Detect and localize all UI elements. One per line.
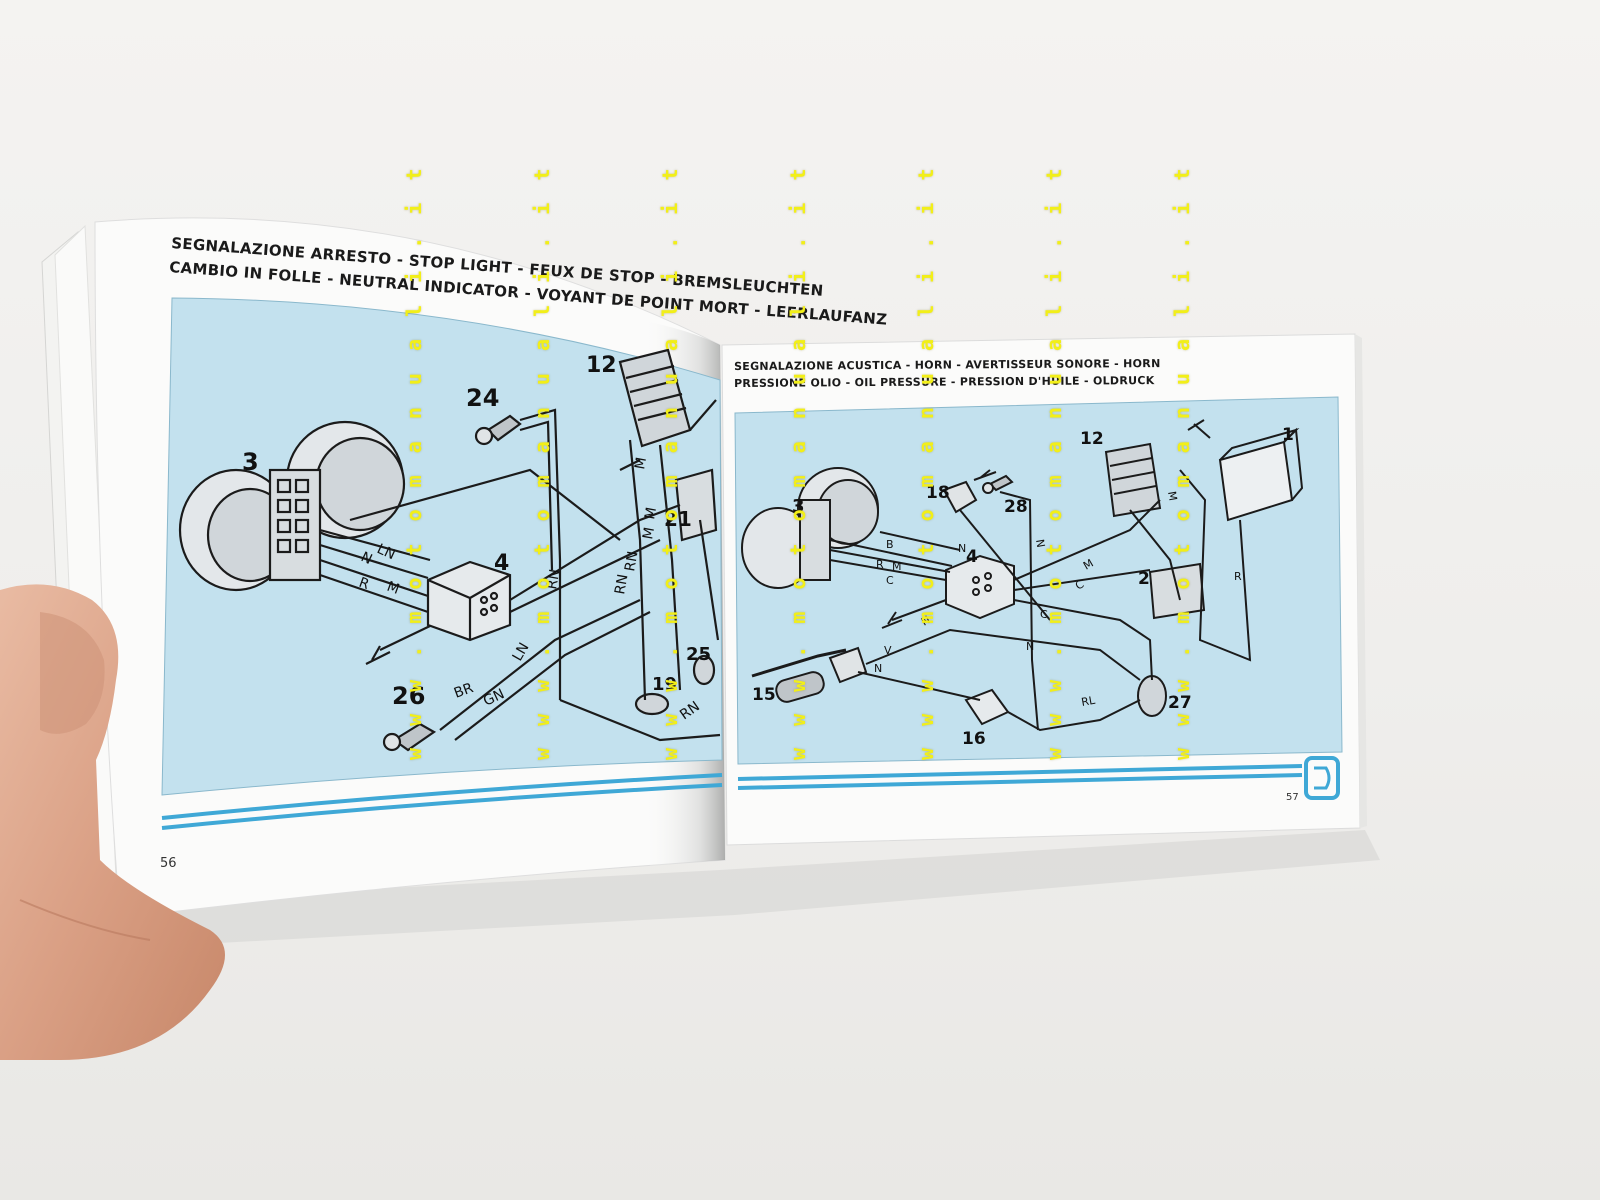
svg-text:RN: RN <box>622 550 641 573</box>
svg-text:18: 18 <box>926 483 950 503</box>
svg-text:12: 12 <box>586 353 617 378</box>
left-wire-labels: LN N R M RN RN RN M M M BR GN LN RN <box>357 456 703 723</box>
svg-text:R: R <box>876 558 884 571</box>
svg-text:LN: LN <box>374 541 397 563</box>
svg-text:26: 26 <box>392 682 425 710</box>
svg-text:M: M <box>640 526 658 541</box>
svg-text:21: 21 <box>664 507 692 531</box>
watermark-4: w w w . m o t o m a n u a l i . i t <box>786 163 810 760</box>
right-diagram-bg <box>734 396 1343 765</box>
svg-text:27: 27 <box>1168 693 1192 713</box>
svg-text:LN: LN <box>510 640 533 664</box>
svg-text:3: 3 <box>242 448 259 476</box>
right-callouts: 3 18 28 12 1 4 2 15 16 27 <box>752 425 1294 749</box>
watermark-7: w w w . m o t o m a n u a l i . i t <box>1170 163 1194 760</box>
svg-text:M: M <box>385 579 402 598</box>
svg-text:C: C <box>886 574 894 587</box>
svg-text:V: V <box>884 644 892 657</box>
svg-text:12: 12 <box>1080 429 1104 449</box>
right-page-number: 57 <box>1286 792 1299 803</box>
brand-logo-icon <box>1304 756 1340 800</box>
svg-text:24: 24 <box>466 384 499 412</box>
svg-text:15: 15 <box>752 685 776 705</box>
watermark-3: w w w . m o t o m a n u a l i . i t <box>658 163 682 760</box>
svg-text:N: N <box>958 542 966 555</box>
svg-text:RN: RN <box>612 573 631 596</box>
svg-text:4: 4 <box>966 547 978 567</box>
svg-text:M: M <box>892 560 902 573</box>
svg-text:B: B <box>886 538 894 551</box>
watermark-6: w w w . m o t o m a n u a l i . i t <box>1042 163 1066 760</box>
svg-text:3: 3 <box>792 496 805 517</box>
right-wiring-diagram <box>741 419 1304 732</box>
left-page-stripes <box>161 773 723 830</box>
left-diagram-bg <box>161 297 723 796</box>
left-callouts: 3 24 12 4 21 19 25 26 <box>242 353 711 710</box>
book-shadow <box>80 830 1380 950</box>
svg-text:M: M <box>642 506 660 521</box>
svg-text:2: 2 <box>1138 569 1150 589</box>
left-page-number: 56 <box>160 856 177 871</box>
right-page-stripes <box>737 764 1303 790</box>
svg-text:C: C <box>1040 608 1048 621</box>
svg-text:4: 4 <box>494 551 509 576</box>
svg-text:M: M <box>632 456 650 471</box>
watermark-1: w w w . m o t o m a n u a l i . i t <box>402 163 426 760</box>
svg-text:BR: BR <box>452 680 476 702</box>
watermark-5: w w w . m o t o m a n u a l i . i t <box>914 163 938 760</box>
svg-text:RN: RN <box>544 568 563 591</box>
svg-text:16: 16 <box>962 729 986 749</box>
svg-text:RL: RL <box>1080 694 1097 709</box>
svg-text:1: 1 <box>1282 425 1294 445</box>
svg-text:N: N <box>874 662 882 675</box>
svg-text:19: 19 <box>652 674 677 695</box>
svg-text:N: N <box>1033 538 1047 548</box>
svg-text:N: N <box>1026 640 1034 653</box>
svg-text:M: M <box>1165 490 1179 502</box>
watermark-2: w w w . m o t o m a n u a l i . i t <box>530 163 554 760</box>
svg-text:25: 25 <box>686 644 711 665</box>
left-wiring-diagram <box>178 348 721 752</box>
svg-text:R: R <box>1234 570 1242 583</box>
svg-text:28: 28 <box>1004 497 1028 517</box>
